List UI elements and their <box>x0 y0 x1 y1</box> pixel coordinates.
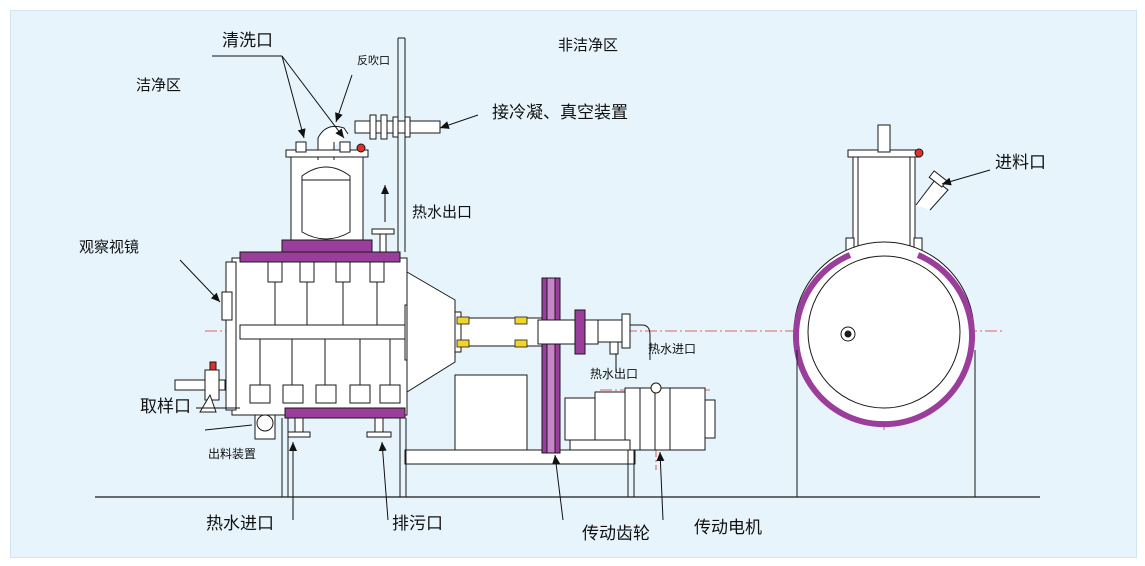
label-cleaning-port: 清洗口 <box>222 31 273 51</box>
bearing-marks <box>456 316 528 348</box>
agitator-upper <box>267 261 385 325</box>
label-drive-gear: 传动齿轮 <box>582 524 650 544</box>
cone-housing <box>406 271 456 393</box>
sampling-valve <box>174 361 226 413</box>
label-drain-port: 排污口 <box>392 514 443 534</box>
bottom-nozzles <box>254 414 392 440</box>
end-view-vessel <box>793 124 976 497</box>
label-clean-zone: 洁净区 <box>136 76 182 94</box>
label-condense-vacuum: 接冷凝、真空装置 <box>492 103 628 123</box>
leader-lines <box>179 55 991 521</box>
label-feed-port: 进料口 <box>995 153 1046 173</box>
sight-glass <box>221 291 233 321</box>
label-hot-water-inlet-bottom: 热水进口 <box>206 514 274 534</box>
label-discharge-device: 出料装置 <box>208 447 257 461</box>
label-sight-glass: 观察视镜 <box>79 238 140 256</box>
drive-gear <box>537 277 599 454</box>
label-non-clean-zone: 非洁净区 <box>558 36 619 54</box>
label-drive-motor: 传动电机 <box>694 518 762 538</box>
rotary-joint <box>597 313 651 355</box>
vacuum-pipe <box>354 114 441 140</box>
label-hot-water-inlet-shaft: 热水进口 <box>648 342 697 356</box>
support-frame <box>281 374 636 497</box>
label-backflush-port: 反吹口 <box>357 54 390 67</box>
hot-water-outlet-nozzle <box>371 228 395 253</box>
label-hot-water-outlet-top: 热水出口 <box>412 203 473 221</box>
drive-motor <box>564 382 716 451</box>
label-sampling-port: 取样口 <box>140 397 191 417</box>
agitator-lower <box>249 339 401 404</box>
vertical-pipe <box>397 37 406 252</box>
dome-valves <box>295 141 366 153</box>
label-hot-water-outlet-shaft: 热水出口 <box>590 367 639 381</box>
